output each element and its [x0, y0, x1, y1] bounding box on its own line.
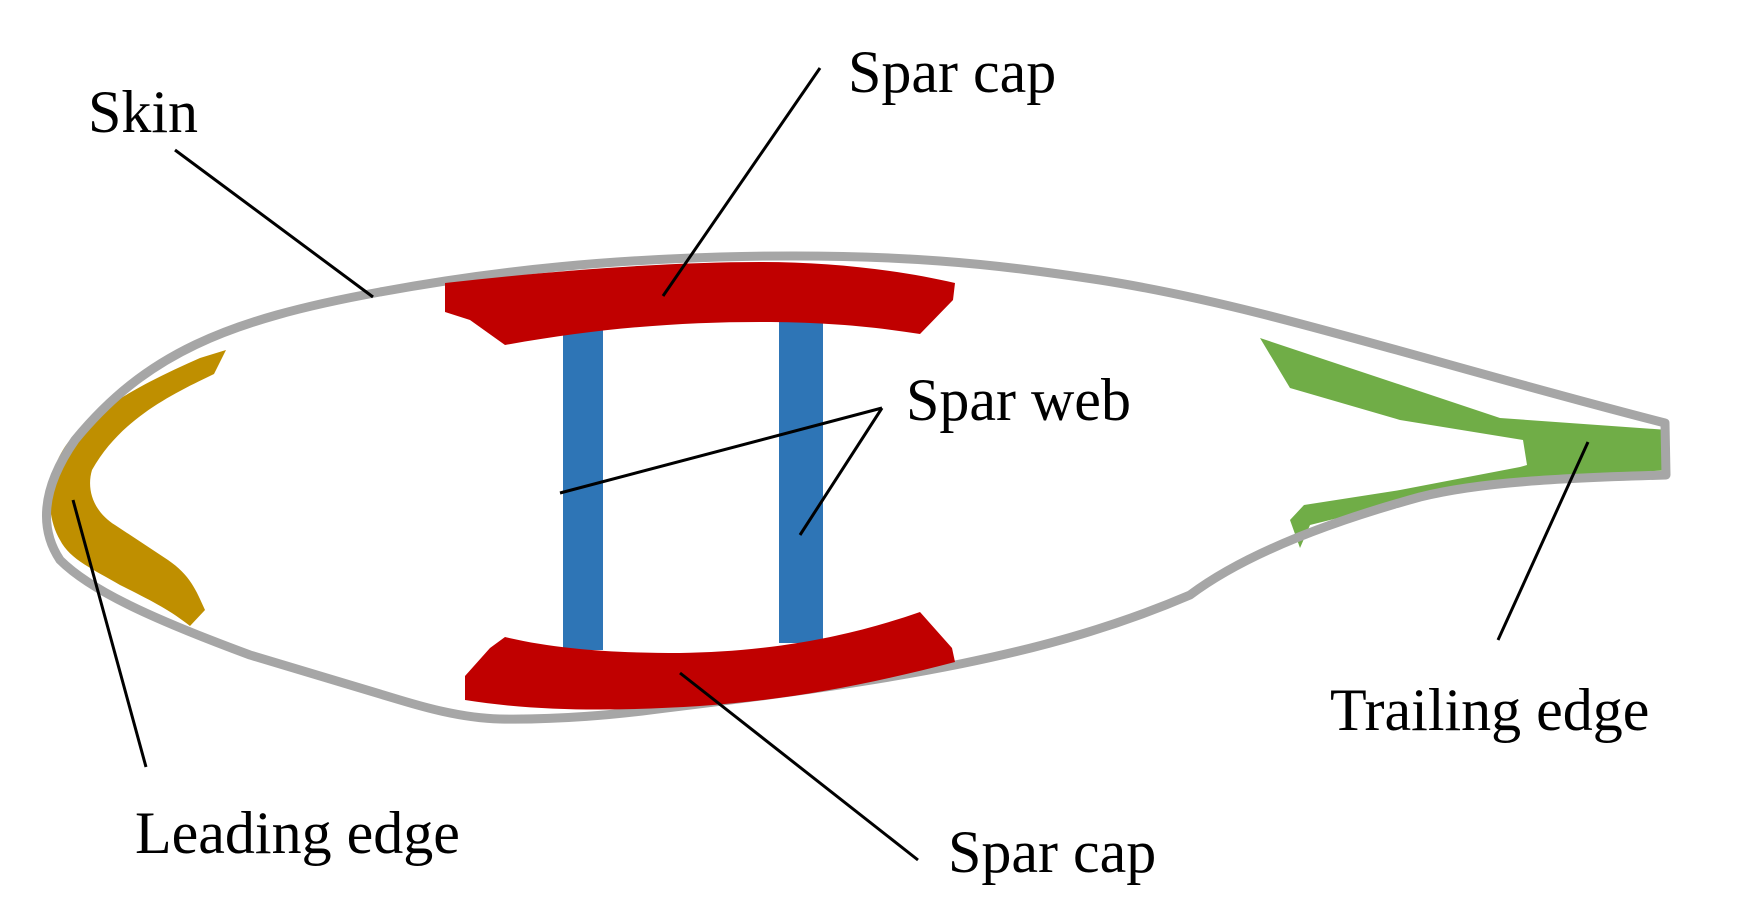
leading-edge-leader-line	[71, 499, 148, 768]
spar-cap-top	[445, 262, 955, 345]
spar-web-leader-line-front	[559, 406, 883, 495]
label-spar-web: Spar web	[906, 367, 1131, 433]
trailing-edge-part	[1260, 338, 1668, 548]
spar-web-leader-line-rear	[798, 407, 884, 536]
spar-cap-bottom-leader-line	[679, 671, 919, 862]
label-leading-edge: Leading edge	[135, 800, 460, 866]
label-trailing-edge: Trailing edge	[1330, 677, 1649, 743]
label-spar-cap-top: Spar cap	[848, 39, 1056, 105]
spar-web-rear	[779, 318, 823, 643]
skin-outline	[42, 251, 1671, 724]
label-spar-cap-bottom: Spar cap	[948, 819, 1156, 885]
leading-edge-part	[49, 350, 226, 626]
label-skin: Skin	[88, 79, 198, 145]
spar-cap-top-leader-line	[661, 67, 822, 297]
skin-leader-line	[174, 148, 374, 299]
spar-cap-bottom	[465, 612, 955, 710]
trailing-edge-leader-line	[1496, 441, 1590, 641]
